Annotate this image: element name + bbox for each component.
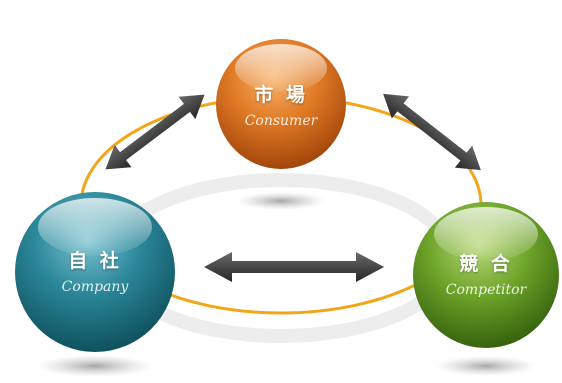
- competitor-sphere: [413, 202, 559, 348]
- consumer-kanji: 市 場: [254, 84, 308, 106]
- competitor-roman: Competitor: [445, 282, 527, 298]
- company-roman: Company: [61, 279, 129, 295]
- competitor-shadow: [436, 356, 536, 376]
- company-kanji: 自 社: [68, 250, 122, 272]
- company-shadow: [37, 355, 153, 377]
- arrow-company-competitor: [204, 252, 384, 282]
- company-label: 自 社 Company: [35, 246, 155, 295]
- consumer-label: 市 場 Consumer: [221, 80, 341, 129]
- company-sphere: [15, 192, 175, 352]
- consumer-shadow: [236, 192, 326, 210]
- arrow-consumer-company: [105, 94, 205, 170]
- consumer-sphere: [216, 39, 346, 169]
- competitor-kanji: 競 合: [459, 253, 513, 275]
- arrow-consumer-competitor: [383, 93, 481, 171]
- consumer-roman: Consumer: [244, 113, 318, 129]
- competitor-label: 競 合 Competitor: [424, 249, 548, 298]
